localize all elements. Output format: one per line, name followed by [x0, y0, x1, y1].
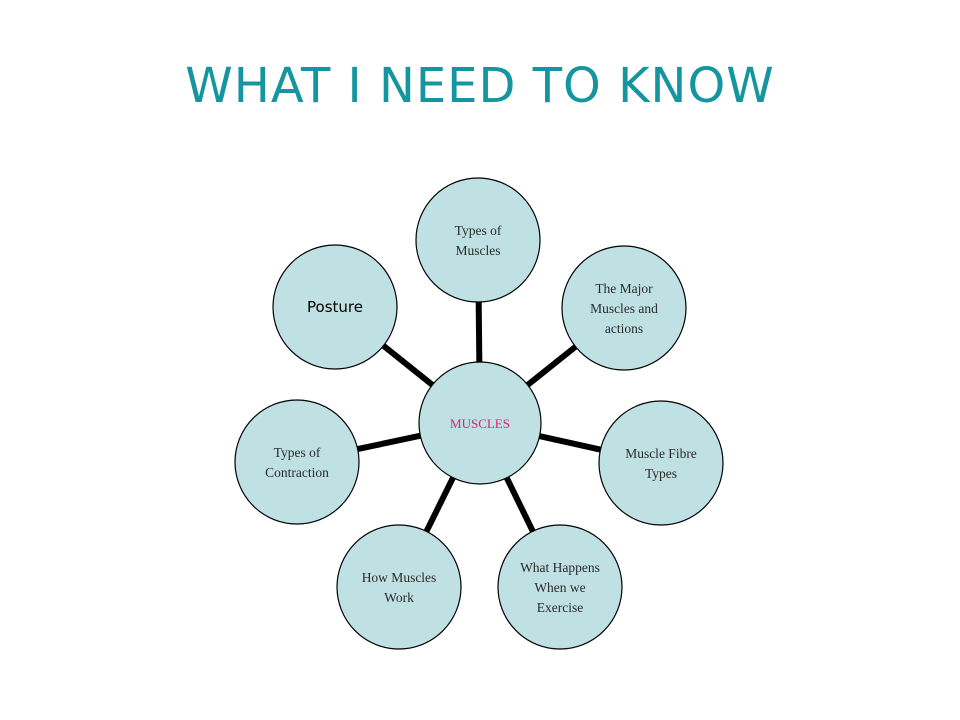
- hub-circle: [418, 361, 542, 485]
- node-label-major-muscles: Muscles and: [590, 301, 658, 316]
- node-label-what-happens-exercise: When we: [534, 580, 585, 595]
- connector-muscle-fibre-types: [536, 432, 604, 453]
- node-label-types-of-contraction: Types of: [274, 445, 321, 460]
- node-circle-what-happens-exercise: [497, 524, 623, 650]
- slide-title: WHAT I NEED TO KNOW: [185, 58, 775, 114]
- hub-node: MUSCLES: [418, 361, 542, 485]
- hub-label: MUSCLES: [450, 416, 510, 431]
- connector-how-muscles-work: [422, 474, 457, 535]
- node-label-muscle-fibre-types: Types: [645, 466, 677, 481]
- connector-what-happens-exercise: [503, 474, 537, 535]
- node-label-how-muscles-work: How Muscles: [362, 570, 437, 585]
- node-posture: Posture: [272, 244, 398, 370]
- node-circle-types-of-muscles: [415, 177, 541, 303]
- node-label-how-muscles-work: Work: [384, 590, 414, 605]
- node-types-of-muscles: Types of Muscles: [415, 177, 541, 303]
- connector-posture: [379, 342, 436, 389]
- connector-types-of-contraction: [355, 432, 423, 453]
- node-circle-how-muscles-work: [336, 524, 462, 650]
- connector-lines: [355, 299, 604, 535]
- node-label-what-happens-exercise: What Happens: [520, 560, 600, 575]
- node-circle-muscle-fibre-types: [598, 400, 724, 526]
- node-label-muscle-fibre-types: Muscle Fibre: [625, 446, 697, 461]
- connector-major-muscles: [524, 343, 579, 389]
- node-circle-posture: [272, 244, 398, 370]
- node-label-major-muscles: actions: [605, 321, 643, 336]
- node-label-types-of-contraction: Contraction: [265, 465, 329, 480]
- node-label-major-muscles: The Major: [595, 281, 653, 296]
- node-circle-types-of-contraction: [234, 399, 360, 525]
- node-label-types-of-muscles: Types of: [455, 223, 502, 238]
- connector-types-of-muscles: [475, 299, 483, 365]
- node-label-posture: Posture: [307, 298, 363, 316]
- node-types-of-contraction: Types of Contraction: [234, 399, 360, 525]
- node-circle-major-muscles: [561, 245, 687, 371]
- node-label-types-of-muscles: Muscles: [456, 243, 501, 258]
- node-label-what-happens-exercise: Exercise: [537, 600, 583, 615]
